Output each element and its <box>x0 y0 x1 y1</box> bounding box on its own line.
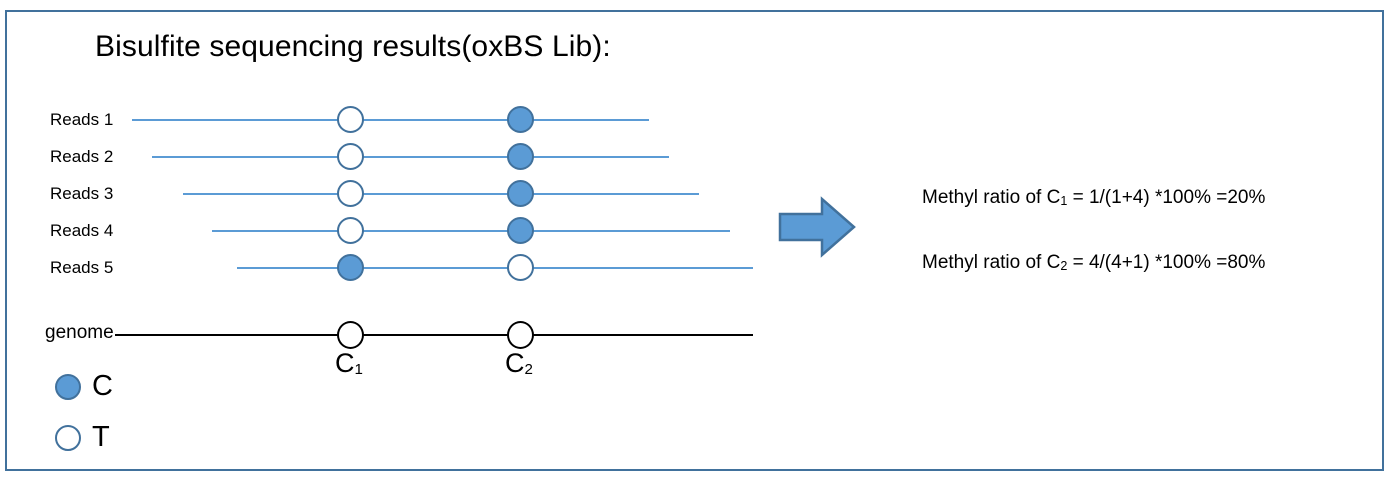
read-5-site-c2 <box>507 254 534 281</box>
genome-site-c2 <box>507 321 534 349</box>
read-line-3 <box>183 193 699 195</box>
equation-c2: Methyl ratio of C2 = 4/(4+1) *100% =80% <box>922 252 1266 274</box>
read-line-4 <box>212 230 730 232</box>
read-4-site-c2 <box>507 217 534 244</box>
genome-site-c1 <box>337 321 364 349</box>
read-5-site-c1 <box>337 254 364 281</box>
right-arrow-icon <box>778 196 856 258</box>
read-2-site-c1 <box>337 143 364 170</box>
read-label-4: Reads 4 <box>50 221 114 240</box>
equation-c1: Methyl ratio of C1 = 1/(1+4) *100% =20% <box>922 187 1266 209</box>
read-2-site-c2 <box>507 143 534 170</box>
read-line-2 <box>152 156 669 158</box>
site-label-c1: C1 <box>335 348 363 378</box>
read-4-site-c1 <box>337 217 364 244</box>
read-label-1: Reads 1 <box>50 110 114 129</box>
genome-label: genome <box>45 322 114 343</box>
genome-line <box>115 334 753 336</box>
slide-border <box>5 10 1384 471</box>
read-1-site-c1 <box>337 106 364 133</box>
read-3-site-c1 <box>337 180 364 207</box>
read-line-5 <box>237 267 753 269</box>
read-1-site-c2 <box>507 106 534 133</box>
read-label-5: Reads 5 <box>50 258 114 277</box>
legend-swatch-t <box>55 425 81 451</box>
legend-label-c: C <box>92 370 113 402</box>
legend-label-t: T <box>92 421 110 453</box>
legend-swatch-c <box>55 374 81 400</box>
site-label-c2: C2 <box>505 348 533 378</box>
read-3-site-c2 <box>507 180 534 207</box>
page-title: Bisulfite sequencing results(oxBS Lib): <box>95 30 611 63</box>
read-label-2: Reads 2 <box>50 147 114 166</box>
read-label-3: Reads 3 <box>50 184 114 203</box>
read-line-1 <box>132 119 649 121</box>
